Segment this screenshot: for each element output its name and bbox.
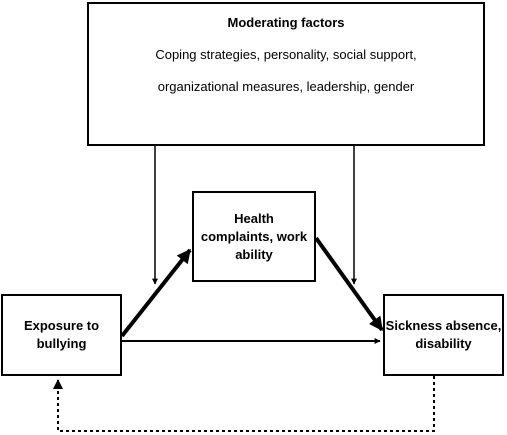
exposure-to-health-arrow (120, 248, 192, 338)
sickness-absence-box: Sickness absence, disability (383, 294, 504, 376)
feedback-dotted-arrow (53, 376, 435, 432)
moderating-factors-title: Moderating factors (227, 15, 345, 30)
moderating-factors-line-1: Coping strategies, personality, social s… (155, 47, 417, 62)
health-to-sickness-arrow (314, 236, 384, 332)
sickness-box-line-2: disability (415, 336, 472, 351)
health-box-line-2: complaints, work (200, 228, 308, 244)
exposure-box-line-1: Exposure to (23, 318, 100, 333)
exposure-to-bullying-box: Exposure to bullying (1, 294, 122, 376)
health-box-line-3: ability (235, 246, 273, 262)
moderating-factors-line-2: organizational measures, leadership, gen… (157, 79, 415, 94)
health-box-line-1: Health (234, 210, 274, 226)
moderating-factors-box: Moderating factors Coping strategies, pe… (87, 2, 485, 146)
sickness-box-line-1: Sickness absence, (385, 318, 502, 333)
exposure-box-line-2: bullying (36, 336, 87, 351)
health-complaints-box: Health complaints, work ability (192, 191, 316, 282)
